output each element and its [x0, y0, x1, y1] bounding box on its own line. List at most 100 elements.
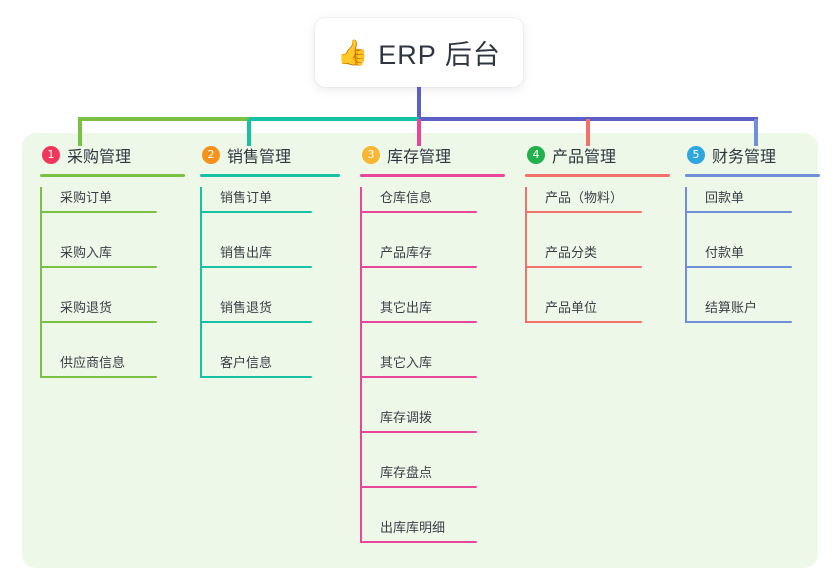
- leaf-item[interactable]: 采购入库: [40, 242, 165, 268]
- column-number-badge: 2: [202, 146, 220, 164]
- leaf-item-underline: [360, 321, 477, 323]
- leaf-item[interactable]: 其它出库: [360, 297, 485, 323]
- leaf-list: 产品（物料） 产品分类产品单位: [525, 187, 670, 327]
- leaf-item-underline: [360, 211, 477, 213]
- leaf-item-underline: [525, 266, 642, 268]
- column-header-underline: [525, 174, 670, 177]
- leaf-item-underline: [200, 266, 312, 268]
- leaf-item-label: 其它出库: [380, 300, 433, 315]
- leaf-item[interactable]: 付款单: [685, 242, 800, 268]
- leaf-list: 销售订单销售出库销售退货客户信息: [200, 187, 340, 382]
- leaf-item[interactable]: 销售订单: [200, 187, 320, 213]
- leaf-item[interactable]: 库存盘点: [360, 462, 485, 488]
- root-node-card[interactable]: 👍 ERP 后台: [315, 18, 523, 87]
- column-title: 库存管理: [387, 149, 452, 166]
- leaf-item-label: 产品（物料）: [545, 190, 624, 205]
- leaf-item-label: 销售退货: [220, 300, 273, 315]
- leaf-item-underline: [40, 266, 157, 268]
- column-header-3[interactable]: 3 库存管理: [360, 142, 505, 168]
- column-number-badge: 1: [42, 146, 60, 164]
- leaf-item-label: 产品库存: [380, 245, 433, 260]
- leaf-spine: [360, 187, 362, 543]
- leaf-item-underline: [360, 541, 477, 543]
- leaf-item-underline: [525, 321, 642, 323]
- leaf-list: 仓库信息产品库存其它出库其它入库库存调拨库存盘点出库库明细: [360, 187, 505, 547]
- thumbs-up-icon: 👍: [337, 38, 369, 67]
- leaf-item-label: 采购退货: [60, 300, 113, 315]
- column-title: 财务管理: [712, 149, 777, 166]
- leaf-list: 回款单付款单结算账户: [685, 187, 820, 327]
- leaf-item-underline: [200, 211, 312, 213]
- leaf-item-underline: [40, 321, 157, 323]
- leaf-item-underline: [685, 266, 792, 268]
- root-node-title: ERP 后台: [378, 40, 501, 70]
- leaf-item[interactable]: 库存调拨: [360, 407, 485, 433]
- column-number-badge: 5: [687, 146, 705, 164]
- column-header-underline: [360, 174, 505, 177]
- leaf-item-label: 产品单位: [545, 300, 598, 315]
- leaf-item-underline: [360, 431, 477, 433]
- leaf-spine: [685, 187, 687, 323]
- leaf-item-label: 仓库信息: [380, 190, 433, 205]
- leaf-list: 采购订单采购入库采购退货供应商信息: [40, 187, 185, 382]
- leaf-item-underline: [360, 376, 477, 378]
- column-title: 产品管理: [552, 149, 617, 166]
- leaf-item-label: 结算账户: [705, 300, 758, 315]
- column-header-2[interactable]: 2 销售管理: [200, 142, 340, 168]
- leaf-item-label: 产品分类: [545, 245, 598, 260]
- leaf-item-label: 销售出库: [220, 245, 273, 260]
- column-3: 3 库存管理仓库信息产品库存其它出库其它入库库存调拨库存盘点出库库明细: [360, 142, 505, 547]
- leaf-item-label: 付款单: [705, 245, 745, 260]
- column-title: 销售管理: [227, 149, 292, 166]
- leaf-item[interactable]: 采购退货: [40, 297, 165, 323]
- leaf-item-underline: [685, 211, 792, 213]
- column-1: 1 采购管理采购订单采购入库采购退货供应商信息: [40, 142, 185, 382]
- column-5: 5 财务管理回款单付款单结算账户: [685, 142, 820, 327]
- column-number-badge: 3: [362, 146, 380, 164]
- leaf-item-underline: [200, 376, 312, 378]
- leaf-item[interactable]: 产品库存: [360, 242, 485, 268]
- leaf-item-label: 采购入库: [60, 245, 113, 260]
- leaf-spine: [525, 187, 527, 323]
- column-header-1[interactable]: 1 采购管理: [40, 142, 185, 168]
- leaf-item-underline: [360, 266, 477, 268]
- column-title: 采购管理: [67, 149, 132, 166]
- leaf-item[interactable]: 仓库信息: [360, 187, 485, 213]
- column-header-underline: [685, 174, 820, 177]
- column-header-underline: [40, 174, 185, 177]
- leaf-item[interactable]: 产品（物料）: [525, 187, 650, 213]
- leaf-spine: [200, 187, 202, 378]
- column-2: 2 销售管理销售订单销售出库销售退货客户信息: [200, 142, 340, 382]
- leaf-item-label: 出库库明细: [380, 520, 446, 535]
- leaf-item[interactable]: 产品分类: [525, 242, 650, 268]
- leaf-item[interactable]: 采购订单: [40, 187, 165, 213]
- column-header-5[interactable]: 5 财务管理: [685, 142, 820, 168]
- leaf-item[interactable]: 客户信息: [200, 352, 320, 378]
- column-header-4[interactable]: 4 产品管理: [525, 142, 670, 168]
- leaf-item[interactable]: 回款单: [685, 187, 800, 213]
- leaf-item-label: 供应商信息: [60, 355, 126, 370]
- leaf-item-underline: [40, 376, 157, 378]
- leaf-item-underline: [525, 211, 642, 213]
- leaf-spine: [40, 187, 42, 378]
- column-header-underline: [200, 174, 340, 177]
- leaf-item[interactable]: 出库库明细: [360, 517, 485, 543]
- leaf-item-label: 库存调拨: [380, 410, 433, 425]
- leaf-item[interactable]: 销售出库: [200, 242, 320, 268]
- leaf-item-label: 库存盘点: [380, 465, 433, 480]
- leaf-item-underline: [685, 321, 792, 323]
- leaf-item-label: 回款单: [705, 190, 745, 205]
- leaf-item-underline: [200, 321, 312, 323]
- leaf-item-label: 其它入库: [380, 355, 433, 370]
- leaf-item[interactable]: 供应商信息: [40, 352, 165, 378]
- column-4: 4 产品管理产品（物料） 产品分类产品单位: [525, 142, 670, 327]
- leaf-item-label: 采购订单: [60, 190, 113, 205]
- leaf-item[interactable]: 其它入库: [360, 352, 485, 378]
- leaf-item-label: 销售订单: [220, 190, 273, 205]
- leaf-item[interactable]: 销售退货: [200, 297, 320, 323]
- leaf-item[interactable]: 结算账户: [685, 297, 800, 323]
- leaf-item-underline: [40, 211, 157, 213]
- leaf-item[interactable]: 产品单位: [525, 297, 650, 323]
- column-number-badge: 4: [527, 146, 545, 164]
